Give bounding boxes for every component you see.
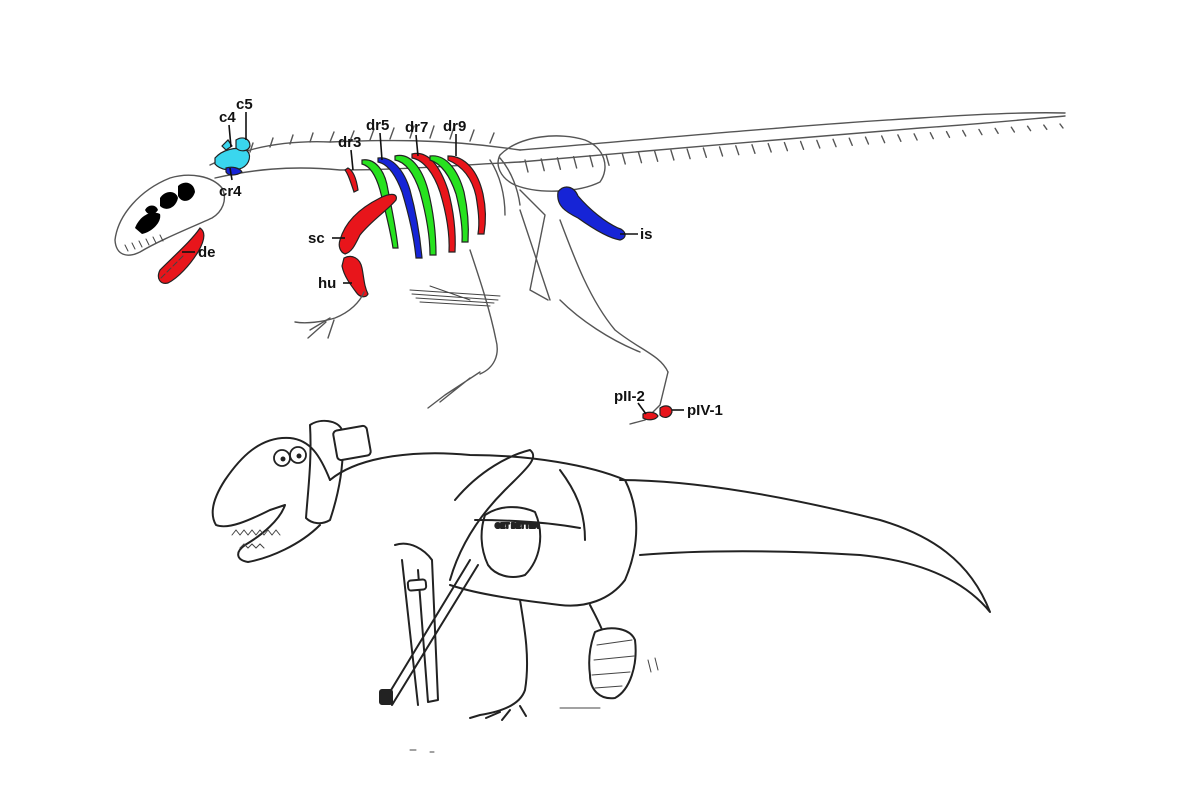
- tail-chevron: [897, 134, 902, 143]
- tail-chevron: [1026, 125, 1032, 132]
- cartoon-teeth: [231, 529, 281, 549]
- gastralia: [409, 285, 501, 307]
- label-sc: sc: [308, 230, 325, 247]
- tail-chevron: [816, 139, 821, 149]
- tail-chevron: [832, 138, 837, 148]
- bone-phalanx-pIV-1: [659, 405, 673, 418]
- bone-humerus: [341, 255, 369, 298]
- cartoon-head: [211, 436, 331, 563]
- cartoon-eyes: [273, 446, 307, 467]
- tail-chevron: [702, 147, 708, 159]
- tail-chevron: [783, 141, 789, 152]
- cartoon-arm-cast: GET BETTER: [480, 506, 542, 578]
- skull-fenestra-3: [178, 182, 195, 201]
- label-is: is: [640, 226, 653, 243]
- tail-chevron: [524, 159, 529, 173]
- bone-cervical-c4-c5: [214, 137, 251, 171]
- skull: [114, 174, 226, 256]
- cartoon-plaster: [332, 424, 372, 462]
- tail-chevron: [1043, 124, 1048, 131]
- cartoon-injured-dinosaur: GET BETTER: [211, 419, 991, 753]
- tail-chevron: [653, 150, 659, 163]
- tail-chevron: [589, 154, 594, 168]
- tail-chevron: [767, 142, 772, 153]
- tail-chevron: [556, 157, 562, 171]
- tail-chevron: [978, 128, 983, 136]
- bone-dorsal-rib-dr3: [344, 167, 359, 193]
- bone-scapula: [338, 193, 397, 255]
- tail-chevron: [1059, 123, 1064, 129]
- skull-fenestra-4: [145, 205, 158, 215]
- bone-ischium: [557, 186, 626, 241]
- bone-labels: c4 c5 cr4 dr3 dr5 dr7 dr9 de sc hu is pI…: [198, 96, 723, 419]
- label-dr7: dr7: [405, 119, 428, 136]
- cartoon-tail: [619, 479, 991, 613]
- cartoon-ground-shadow: [409, 707, 601, 753]
- tail-chevron: [913, 133, 918, 141]
- bone-rib-green-3: [429, 155, 469, 243]
- tail-chevron: [880, 135, 886, 144]
- tail-chevron: [994, 127, 999, 135]
- tail-chevron: [572, 156, 578, 169]
- label-pII-2: pII-2: [614, 388, 645, 405]
- forelimb-outline: [294, 291, 365, 339]
- label-dr9: dr9: [443, 118, 466, 135]
- bone-dorsal-rib-dr9: [447, 155, 486, 235]
- tail-chevron: [605, 153, 610, 167]
- cartoon-straps: [449, 449, 586, 581]
- tail-chevron: [1010, 126, 1016, 133]
- bone-dorsal-rib-dr5: [377, 157, 423, 259]
- tail-chevron: [637, 151, 643, 164]
- tail-chevron: [799, 140, 805, 151]
- bone-rib-green-1: [361, 159, 399, 249]
- cartoon-foot-bandage: [588, 627, 637, 700]
- tail-chevron: [718, 146, 724, 157]
- label-de: de: [198, 244, 216, 261]
- label-dr5: dr5: [366, 117, 389, 134]
- skull-fenestra-1: [135, 212, 161, 234]
- label-hu: hu: [318, 275, 336, 292]
- cartoon-body: [329, 452, 638, 607]
- label-cr4: cr4: [219, 183, 242, 200]
- dorsal-ribs: [344, 152, 521, 259]
- label-dr3: dr3: [338, 134, 361, 151]
- skull-fenestra-2: [160, 192, 178, 209]
- cartoon-crutch: [379, 542, 479, 706]
- label-c4: c4: [219, 109, 236, 126]
- bone-phalanx-pII-2: [642, 411, 659, 421]
- cartoon-head-bandage: [305, 419, 372, 525]
- tail-vertebrae: [519, 112, 1066, 173]
- tail-chevron: [670, 149, 675, 161]
- bone-dorsal-rib-dr7: [411, 152, 456, 253]
- label-c5: c5: [236, 96, 253, 113]
- tail-chevron: [962, 129, 967, 137]
- tail-chevron: [864, 136, 870, 145]
- tail-chevron: [735, 145, 740, 156]
- cast-writing: GET BETTER: [495, 523, 539, 530]
- skeleton-reconstruction: [114, 112, 1066, 425]
- tail-chevron: [751, 144, 756, 155]
- label-pIV-1: pIV-1: [687, 402, 723, 419]
- label-leaders: [182, 112, 684, 415]
- bone-rib-green-2: [394, 154, 437, 256]
- tail-chevron: [848, 137, 853, 147]
- pelvis-ilium: [497, 135, 606, 301]
- cartoon-legs: [469, 599, 659, 721]
- tail-chevron: [686, 148, 691, 160]
- tail-chevron: [945, 130, 951, 139]
- tail-chevron: [929, 132, 935, 140]
- tail-chevron: [540, 158, 545, 172]
- tail-chevron: [621, 152, 626, 165]
